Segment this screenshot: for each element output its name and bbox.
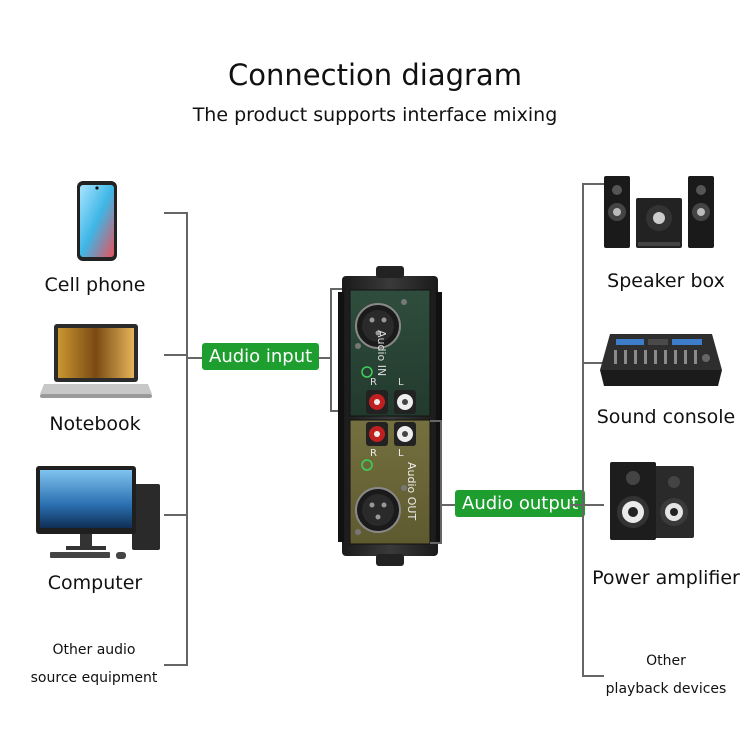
laptop-icon [40, 324, 152, 398]
output-bracket-vertical [440, 420, 442, 544]
left-to-badge-connector [186, 357, 202, 359]
output-label-power-amplifier: Power amplifier [592, 567, 740, 589]
right-bracket-tick-amplifier [582, 504, 604, 506]
source-label-cell-phone: Cell phone [44, 274, 146, 296]
input-bracket-bottom [330, 410, 344, 412]
audio-output-badge: Audio output [455, 490, 586, 517]
source-label-other: Other audio source equipment [14, 636, 174, 692]
left-bracket-tick-notebook [164, 354, 188, 356]
output-bracket-bottom [430, 542, 442, 544]
device-bottom-label: Audio OUT [405, 462, 418, 521]
left-bracket-vertical [186, 212, 188, 666]
diagram-subtitle: The product supports interface mixing [192, 104, 558, 126]
input-bracket-top [330, 288, 344, 290]
speaker-system-icon [604, 176, 714, 248]
device-jack-l-top: L [398, 377, 404, 388]
source-label-other-line1: Other audio [52, 642, 136, 658]
right-bracket-tick-other [582, 675, 604, 677]
audio-mixer-device [338, 266, 442, 566]
right-bracket-tick-console [582, 362, 604, 364]
source-label-notebook: Notebook [49, 413, 141, 435]
output-label-speaker-box: Speaker box [607, 270, 725, 292]
left-bracket-tick-phone [164, 212, 188, 214]
mixing-console-icon [600, 334, 722, 386]
output-label-sound-console: Sound console [596, 406, 736, 428]
output-bracket-top [430, 420, 442, 422]
device-top-label: Audio IN [375, 330, 388, 377]
output-bracket-connector [440, 504, 456, 506]
device-jack-r-bottom: R [370, 448, 377, 459]
source-label-computer: Computer [47, 572, 143, 594]
input-bracket-vertical [330, 288, 332, 412]
desktop-icon [36, 466, 160, 559]
output-label-other-line2: playback devices [605, 681, 727, 697]
output-label-other: Other playback devices [586, 647, 746, 703]
output-label-other-line1: Other [646, 653, 686, 669]
left-bracket-tick-other [164, 664, 188, 666]
right-bracket-vertical [582, 183, 584, 677]
studio-monitor-icon [610, 462, 694, 540]
right-bracket-tick-speaker [582, 183, 604, 185]
phone-icon [77, 181, 117, 261]
audio-input-badge: Audio input [202, 343, 320, 370]
right-to-badge-connector [570, 504, 584, 506]
diagram-title: Connection diagram [228, 58, 522, 92]
input-bracket-connector [318, 357, 332, 359]
source-label-other-line2: source equipment [30, 670, 158, 686]
left-bracket-tick-computer [164, 514, 188, 516]
device-jack-l-bottom: L [398, 448, 404, 459]
device-jack-r-top: R [370, 377, 377, 388]
